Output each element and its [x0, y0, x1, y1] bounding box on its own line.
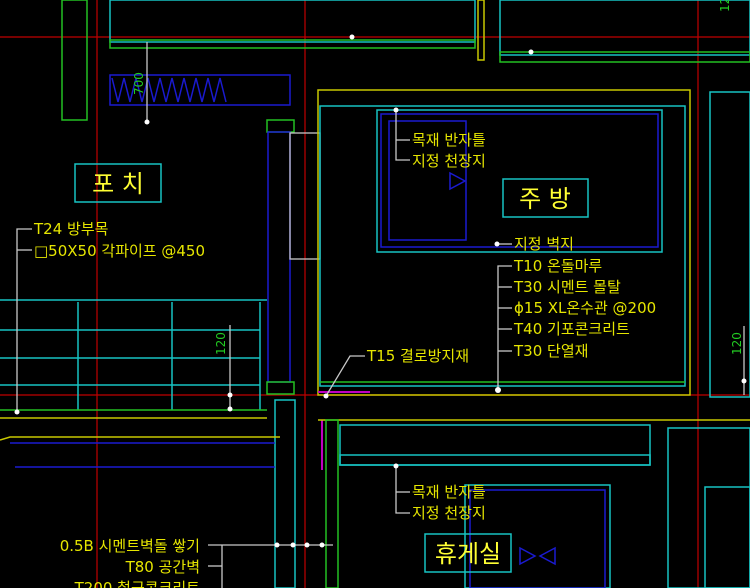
- kitchen-ceiling-note: 목재 반자틀: [412, 131, 486, 149]
- kitchen-floor-note: ϕ15 XL온수관 @200: [514, 299, 656, 317]
- dimension-text: 120: [730, 332, 744, 355]
- room-name: 주 방: [519, 185, 571, 213]
- porch-note: □50X50 각파이프 @450: [34, 242, 205, 260]
- wall-note: T200 철근콘크리트: [74, 579, 201, 588]
- leader-lines: [14, 34, 747, 588]
- kitchen-floor-note: T30 시멘트 몰탈: [513, 278, 621, 296]
- lounge-ceiling-note: 목재 반자틀: [412, 483, 486, 501]
- condensation-note: T15 결로방지재: [366, 347, 469, 365]
- wall-note: T80 공간벽: [125, 558, 200, 576]
- dimension-text: 120: [718, 0, 732, 12]
- kitchen-floor-note: T10 온돌마루: [513, 257, 602, 275]
- dimension-text: 700: [132, 72, 146, 95]
- room-label-lounge[interactable]: 휴게실: [424, 533, 512, 573]
- room-name: 포 치: [92, 170, 144, 198]
- dimension-text: 120: [214, 332, 228, 355]
- room-name: 휴게실: [435, 540, 501, 568]
- top-walls: [61, 0, 750, 121]
- wall-note: 0.5B 시멘트벽돌 쌓기: [60, 537, 200, 555]
- brick-wall: [266, 119, 321, 588]
- kitchen-walls: [317, 89, 750, 398]
- porch-railing: [0, 299, 267, 419]
- room-label-kitchen[interactable]: 주 방: [502, 178, 589, 218]
- room-label-porch[interactable]: 포 치: [74, 163, 162, 203]
- kitchen-floor-note: T40 기포콘크리트: [513, 320, 630, 338]
- porch-note: T24 방부목: [33, 220, 108, 238]
- kitchen-floor-note: T30 단열재: [513, 342, 588, 360]
- kitchen-wall-note: 지정 벽지: [514, 235, 574, 253]
- lounge-ceiling-note: 지정 천장지: [412, 504, 486, 522]
- bottom-walls: [0, 419, 750, 588]
- kitchen-ceiling-note: 지정 천장지: [412, 152, 486, 170]
